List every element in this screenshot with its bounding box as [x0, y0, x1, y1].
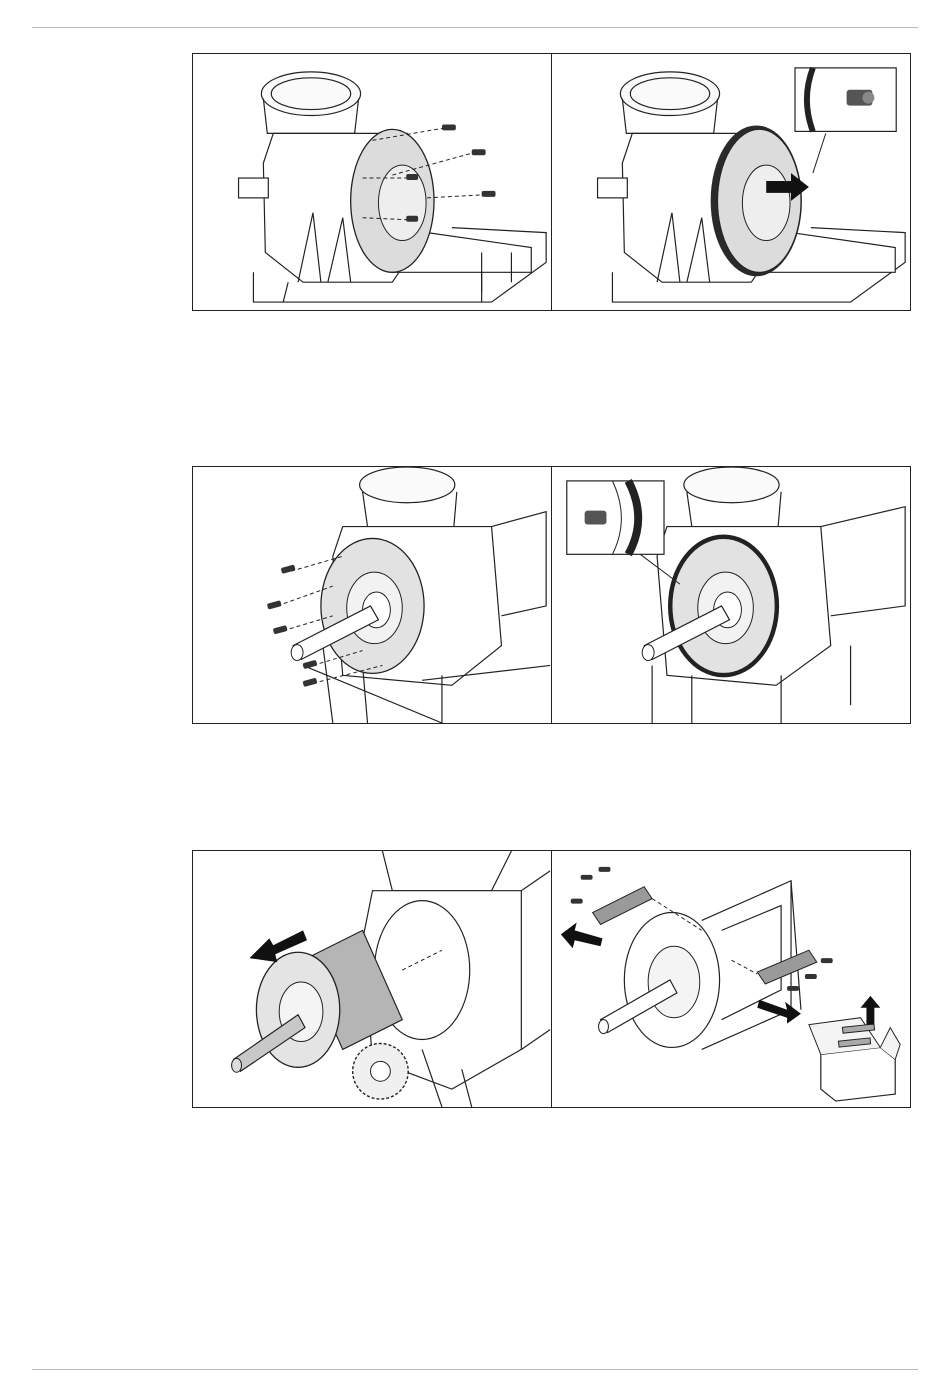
rotor-blade-replacement-drawing: [552, 851, 910, 1107]
illustration-pull-out-rotor: [193, 851, 551, 1107]
rotor-blade-top: [593, 887, 653, 925]
header-rule: [32, 27, 918, 28]
arrow-up-icon: [860, 996, 880, 1025]
rotor-removal-drawing: [193, 851, 551, 1107]
replacement-parts-box: [809, 996, 900, 1101]
illustration-flange-with-gasket: [551, 467, 910, 723]
illustration-remove-flange-screws: [193, 467, 551, 723]
illustration-figure-3: [192, 850, 911, 1108]
illustration-figure-1: [192, 53, 911, 311]
illustration-pull-off-end-cover: [551, 54, 910, 310]
flange-removal-drawing: [193, 467, 551, 723]
flange-gasket-drawing: [552, 467, 910, 723]
illustration-replace-rotor-blades: [551, 851, 910, 1107]
illustration-figure-2: [192, 466, 911, 724]
footer-rule: [32, 1369, 918, 1370]
detail-inset: [567, 481, 664, 554]
illustration-remove-cover-screws: [193, 54, 551, 310]
screw-detail-icon: [585, 511, 607, 525]
valve-housing-drawing: [193, 54, 551, 310]
arrow-right-icon: [757, 1000, 801, 1024]
valve-housing-cover-drawing: [552, 54, 910, 310]
arrow-left-icon: [561, 922, 603, 948]
